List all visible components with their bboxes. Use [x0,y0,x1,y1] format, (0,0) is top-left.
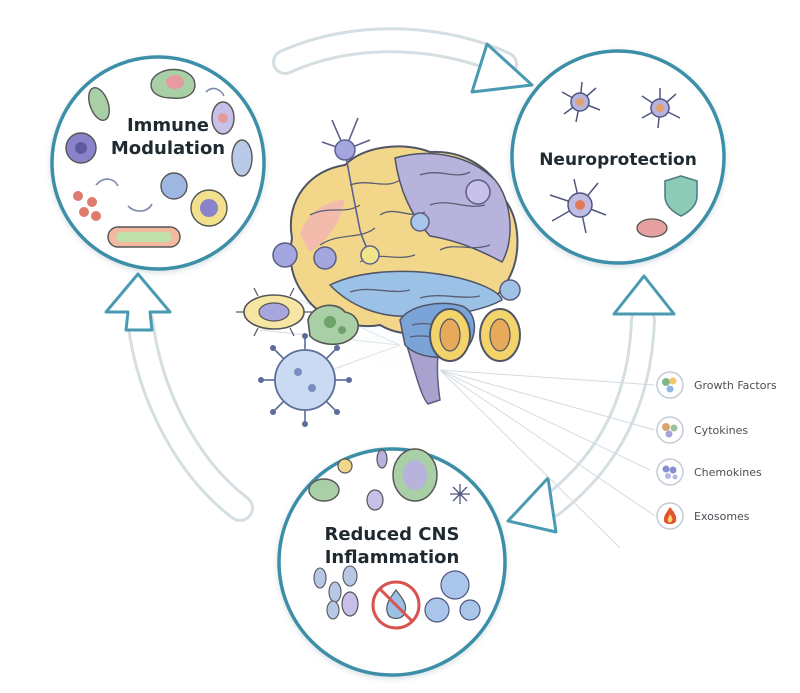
vesicle-cells [429,308,521,362]
immune-cells-illustration [65,68,253,248]
immune-title-line2: Modulation [111,138,225,159]
arrow-immune-to-neuro [272,27,534,94]
legend-item-cytokines: Cytokines [656,416,748,444]
legend-item-growth-factors: Growth Factors [656,371,777,399]
floating-immune-cells [236,287,359,427]
dendritic-cell [258,333,352,427]
inflammation-cells-illustration [308,448,481,623]
neuron-cells-illustration [549,81,681,234]
reduced-inflammation-node: Reduced CNS Inflammation [277,447,507,677]
chemokine-icon [662,465,678,480]
microglia-cell [307,304,359,345]
immune-title-line1: Immune [127,115,209,136]
neuroprotection-node: Neuroprotection [510,49,726,265]
neuroprotection-title: Neuroprotection [539,150,697,170]
cycle-arrows [104,27,676,534]
legend: Growth Factors Cytokines Chemokines [656,371,777,530]
inflammation-title-line2: Inflammation [325,547,460,568]
immune-modulation-node: Immune Modulation [50,55,266,271]
legend-label: Chemokines [694,466,762,479]
no-inflammation-icon [371,580,421,630]
legend-label: Growth Factors [694,379,777,392]
shield-icon [664,175,698,217]
legend-item-exosomes: Exosomes [656,502,750,530]
legend-label: Exosomes [694,510,750,523]
exosome-icon [663,507,677,524]
arrow-inflammation-to-immune [104,272,254,522]
growth-factor-icon [662,377,677,393]
legend-label: Cytokines [694,424,748,437]
inflammation-title-line1: Reduced CNS [324,524,459,545]
legend-item-chemokines: Chemokines [656,458,762,486]
macrophage-cell [236,287,312,337]
arrow-neuro-inflammation [506,274,676,534]
cytokine-icon [662,423,678,438]
